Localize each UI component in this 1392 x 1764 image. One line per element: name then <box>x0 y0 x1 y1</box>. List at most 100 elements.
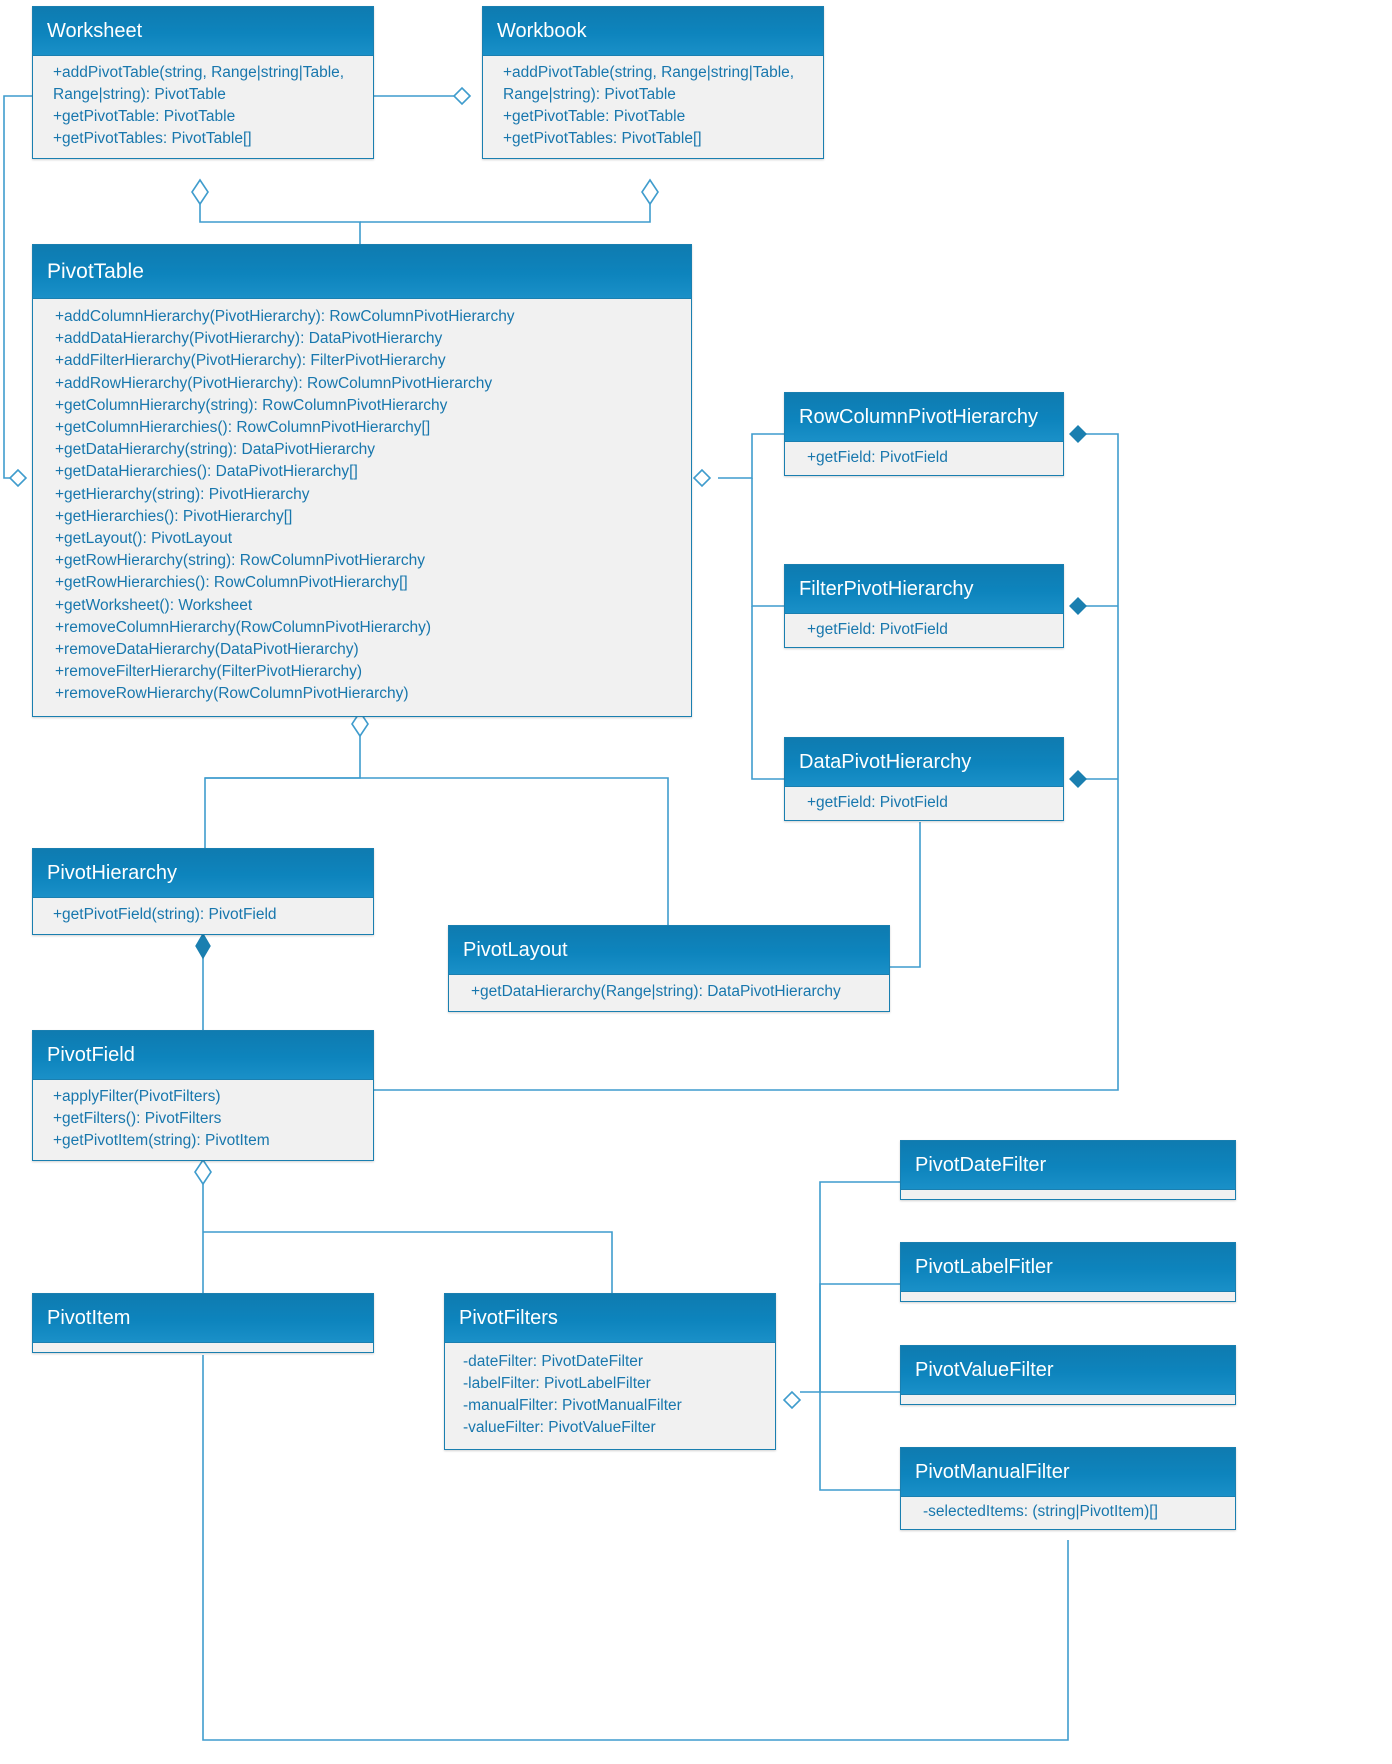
member: +getPivotField(string): PivotField <box>53 906 277 923</box>
member: +getRowHierarchies(): RowColumnPivotHier… <box>55 574 408 592</box>
link-pivotfilters-manualfilter <box>819 1392 900 1491</box>
class-box-pivottable[interactable]: PivotTable +addColumnHierarchy(PivotHier… <box>32 244 692 717</box>
class-title-pivothierarchy: PivotHierarchy <box>33 849 373 897</box>
class-title-rowcolumnpivothierarchy: RowColumnPivotHierarchy <box>785 393 1063 441</box>
class-box-pivotdatefilter[interactable]: PivotDateFilter <box>900 1140 1236 1200</box>
class-box-pivothierarchy[interactable]: PivotHierarchy +getPivotField(string): P… <box>32 848 374 935</box>
class-title-pivotvaluefilter: PivotValueFilter <box>901 1346 1235 1394</box>
class-box-worksheet[interactable]: Worksheet +addPivotTable(string, Range|s… <box>32 6 374 159</box>
member: +addPivotTable(string, Range|string|Tabl… <box>503 64 795 103</box>
diamond-worksheet-bottom-aggregation <box>191 178 209 206</box>
class-box-pivotfield[interactable]: PivotField +applyFilter(PivotFilters) +g… <box>32 1030 374 1161</box>
class-box-pivotmanualfilter[interactable]: PivotManualFilter -selectedItems: (strin… <box>900 1447 1236 1530</box>
class-title-pivottable: PivotTable <box>33 245 691 298</box>
member: +addFilterHierarchy(PivotHierarchy): Fil… <box>55 352 446 370</box>
member: +getDataHierarchy(string): DataPivotHier… <box>55 441 376 459</box>
member: -manualFilter: PivotManualFilter <box>463 1397 682 1414</box>
member: +removeFilterHierarchy(FilterPivotHierar… <box>55 663 363 681</box>
link-pivotlayout-datahierarchy <box>890 822 921 968</box>
member: +getField: PivotField <box>807 794 948 811</box>
member: +getField: PivotField <box>807 449 948 466</box>
class-box-pivotlabelfilter[interactable]: PivotLabelFitler <box>900 1242 1236 1302</box>
class-members-pivotfield: +applyFilter(PivotFilters) +getFilters()… <box>33 1079 373 1160</box>
member: +getLayout(): PivotLayout <box>55 530 233 548</box>
link-workbook-down <box>360 180 651 223</box>
link-pivotfield-pivotfilters <box>203 1231 613 1293</box>
member: +getHierarchies(): PivotHierarchy[] <box>55 507 293 525</box>
class-members-pivottable: +addColumnHierarchy(PivotHierarchy): Row… <box>33 298 691 716</box>
link-pivottable-pivothierarchy <box>204 712 361 848</box>
class-title-datapivothierarchy: DataPivotHierarchy <box>785 738 1063 786</box>
member: +getColumnHierarchies(): RowColumnPivotH… <box>55 419 431 437</box>
class-members-rowcolumnpivothierarchy: +getField: PivotField <box>785 441 1063 475</box>
class-title-pivotmanualfilter: PivotManualFilter <box>901 1448 1235 1496</box>
member: +getDataHierarchy(Range|string): DataPiv… <box>471 983 841 1000</box>
class-members-pivotmanualfilter: -selectedItems: (string|PivotItem)[] <box>901 1496 1235 1529</box>
class-title-pivotdatefilter: PivotDateFilter <box>901 1141 1235 1189</box>
class-members-pivotitem <box>33 1342 373 1352</box>
member: +getFilters(): PivotFilters <box>53 1110 222 1127</box>
diamond-filterhier-composition <box>1069 597 1087 615</box>
member: +addColumnHierarchy(PivotHierarchy): Row… <box>55 308 515 325</box>
diamond-pivothierarchy-composition <box>195 932 211 960</box>
member: +getPivotTables: PivotTable[] <box>53 130 252 147</box>
diamond-pivotfield-bottom-aggregation <box>194 1158 212 1186</box>
diamond-workbook-aggregation <box>452 86 472 106</box>
diamond-workbook-bottom-aggregation <box>641 178 659 206</box>
class-title-pivotfield: PivotField <box>33 1031 373 1079</box>
member: +addRowHierarchy(PivotHierarchy): RowCol… <box>55 374 493 392</box>
class-members-pivotlayout: +getDataHierarchy(Range|string): DataPiv… <box>449 974 889 1011</box>
class-members-pivotlabelfilter <box>901 1291 1235 1301</box>
class-members-worksheet: +addPivotTable(string, Range|string|Tabl… <box>33 55 373 158</box>
class-title-pivotfilters: PivotFilters <box>445 1294 775 1342</box>
link-pivottable-filterhier <box>751 478 784 607</box>
member: +applyFilter(PivotFilters) <box>53 1088 221 1105</box>
diamond-pivottable-right-aggregation <box>692 468 712 488</box>
class-title-pivotitem: PivotItem <box>33 1294 373 1342</box>
member: +addPivotTable(string, Range|string|Tabl… <box>53 64 345 103</box>
member: +getHierarchy(string): PivotHierarchy <box>55 485 310 503</box>
class-members-pivothierarchy: +getPivotField(string): PivotField <box>33 897 373 934</box>
class-box-workbook[interactable]: Workbook +addPivotTable(string, Range|st… <box>482 6 824 159</box>
member: +getWorksheet(): Worksheet <box>55 596 253 614</box>
diamond-pivotfilters-aggregation <box>782 1390 802 1410</box>
class-title-pivotlayout: PivotLayout <box>449 926 889 974</box>
class-box-pivotvaluefilter[interactable]: PivotValueFilter <box>900 1345 1236 1405</box>
link-pivotfilters-labelfilter <box>819 1283 900 1392</box>
member: +removeColumnHierarchy(RowColumnPivotHie… <box>55 618 431 636</box>
diamond-pivottable-left-aggregation <box>8 468 28 488</box>
class-members-pivotvaluefilter <box>901 1394 1235 1404</box>
class-members-pivotfilters: -dateFilter: PivotDateFilter -labelFilte… <box>445 1342 775 1449</box>
member: +getPivotItem(string): PivotItem <box>53 1132 270 1149</box>
member: +addDataHierarchy(PivotHierarchy): DataP… <box>55 330 443 348</box>
class-box-pivotlayout[interactable]: PivotLayout +getDataHierarchy(Range|stri… <box>448 925 890 1012</box>
member: -labelFilter: PivotLabelFilter <box>463 1375 651 1392</box>
member: +getPivotTables: PivotTable[] <box>503 130 702 147</box>
diamond-datahier-composition <box>1069 770 1087 788</box>
member: +removeDataHierarchy(DataPivotHierarchy) <box>55 641 359 659</box>
link-worksheet-down <box>199 180 361 244</box>
link-worksheet-pivottable-left <box>3 95 32 479</box>
link-pivottable-rowcol <box>718 433 784 479</box>
member: +getPivotTable: PivotTable <box>53 108 236 125</box>
class-members-workbook: +addPivotTable(string, Range|string|Tabl… <box>483 55 823 158</box>
member: +getField: PivotField <box>807 621 948 638</box>
class-box-datapivothierarchy[interactable]: DataPivotHierarchy +getField: PivotField <box>784 737 1064 821</box>
class-members-datapivothierarchy: +getField: PivotField <box>785 786 1063 820</box>
member: +getDataHierarchies(): DataPivotHierarch… <box>55 463 358 481</box>
diamond-rowcol-composition <box>1069 425 1087 443</box>
class-box-rowcolumnpivothierarchy[interactable]: RowColumnPivotHierarchy +getField: Pivot… <box>784 392 1064 476</box>
member: +getColumnHierarchy(string): RowColumnPi… <box>55 396 448 414</box>
member: -selectedItems: (string|PivotItem)[] <box>923 1503 1158 1520</box>
member: +getPivotTable: PivotTable <box>503 108 686 125</box>
class-title-workbook: Workbook <box>483 7 823 55</box>
class-title-worksheet: Worksheet <box>33 7 373 55</box>
link-pivottable-datahier <box>751 606 784 780</box>
class-title-pivotlabelfilter: PivotLabelFitler <box>901 1243 1235 1291</box>
class-box-pivotitem[interactable]: PivotItem <box>32 1293 374 1353</box>
class-box-filterpivothierarchy[interactable]: FilterPivotHierarchy +getField: PivotFie… <box>784 564 1064 648</box>
member: +getRowHierarchy(string): RowColumnPivot… <box>55 552 425 570</box>
class-box-pivotfilters[interactable]: PivotFilters -dateFilter: PivotDateFilte… <box>444 1293 776 1450</box>
member: -dateFilter: PivotDateFilter <box>463 1353 644 1370</box>
class-title-filterpivothierarchy: FilterPivotHierarchy <box>785 565 1063 613</box>
